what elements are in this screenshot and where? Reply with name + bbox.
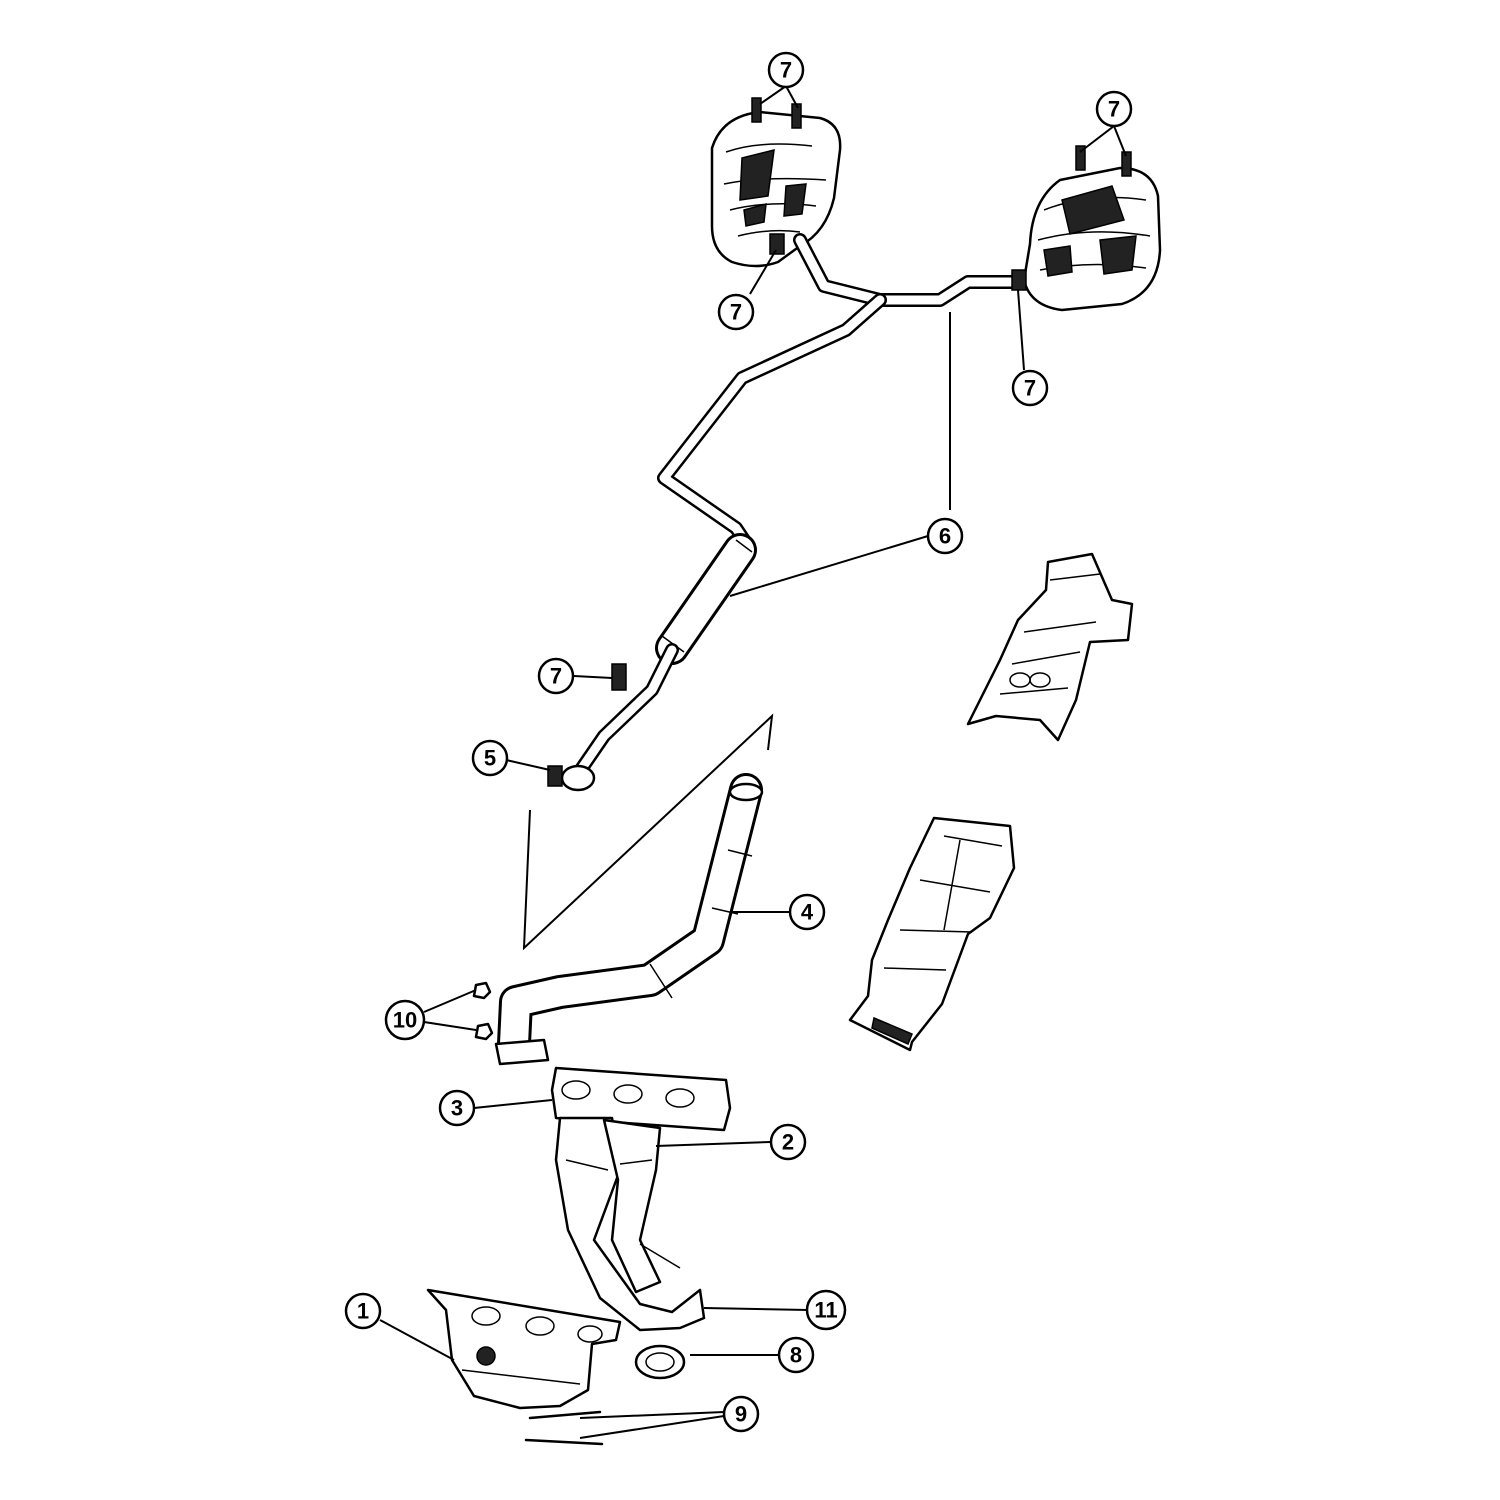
left-muffler-stud-b	[791, 103, 802, 129]
callout-6: 6	[926, 517, 964, 555]
exhaust-pipe-with-resonator	[560, 233, 1019, 792]
lower-heat-shield	[848, 816, 1016, 1052]
svg-text:3: 3	[451, 1096, 463, 1121]
callout-4: 4	[788, 893, 826, 931]
svg-text:4: 4	[801, 900, 814, 925]
svg-text:7: 7	[1024, 376, 1036, 401]
callout-8: 8	[777, 1336, 815, 1374]
callout-3: 3	[438, 1089, 476, 1127]
svg-text:2: 2	[782, 1130, 794, 1155]
right-muffler	[1022, 166, 1162, 312]
callout-7-top-right: 7	[1095, 90, 1133, 128]
right-muffler-stud-b	[1121, 151, 1132, 177]
exhaust-manifold	[426, 1288, 622, 1410]
nut-upper	[472, 981, 492, 1000]
manifold-catalytic-converter	[550, 1066, 732, 1332]
svg-text:7: 7	[730, 300, 742, 325]
leader-lines	[379, 85, 1127, 1439]
exhaust-gasket	[634, 1344, 686, 1380]
svg-text:10: 10	[393, 1008, 417, 1033]
right-muffler-stud-a	[1075, 145, 1086, 171]
nut-lower	[474, 1022, 494, 1041]
callout-10: 10	[384, 999, 426, 1041]
bolt-upper	[528, 1410, 602, 1420]
svg-text:7: 7	[780, 58, 792, 83]
callout-9: 9	[722, 1395, 760, 1433]
callout-5: 5	[471, 739, 509, 777]
svg-text:9: 9	[735, 1402, 747, 1427]
bolt-lower	[524, 1438, 604, 1446]
exhaust-gasket-inner	[645, 1352, 675, 1372]
svg-text:1: 1	[357, 1299, 369, 1324]
front-pipe	[494, 773, 764, 1066]
svg-text:8: 8	[790, 1343, 802, 1368]
callout-7-top-left: 7	[767, 51, 805, 89]
callout-2: 2	[769, 1123, 807, 1161]
callout-7-resonator: 7	[537, 657, 575, 695]
svg-text:7: 7	[550, 664, 562, 689]
callout-11: 11	[805, 1289, 847, 1331]
svg-text:7: 7	[1108, 97, 1120, 122]
svg-text:6: 6	[939, 524, 951, 549]
svg-text:11: 11	[814, 1298, 837, 1323]
pipe-assembly-bracket-line	[522, 713, 774, 951]
callout-7-right-isolator: 7	[1011, 369, 1049, 407]
upper-heat-shield	[966, 552, 1134, 742]
left-muffler	[710, 110, 842, 268]
left-muffler-stud-a	[751, 97, 762, 123]
callout-7-left-isolator: 7	[717, 293, 755, 331]
isolator-right-muffler	[1011, 269, 1027, 291]
isolator-resonator	[611, 663, 627, 691]
isolator-left-muffler	[769, 233, 785, 255]
svg-text:5: 5	[484, 746, 496, 771]
callout-1: 1	[344, 1292, 382, 1330]
clamp-front	[547, 765, 563, 787]
